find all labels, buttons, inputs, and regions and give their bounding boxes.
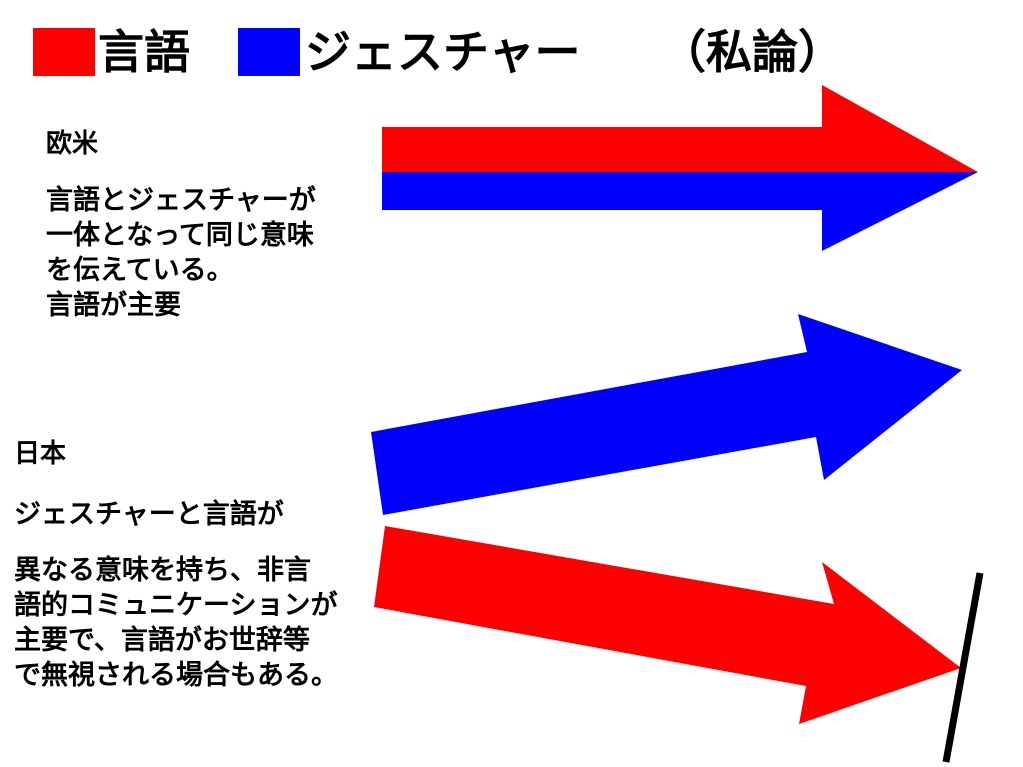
western-arrow-language [382,85,978,172]
japan-arrow-language [374,526,961,724]
title-note: （私論） [660,25,844,79]
western-heading: 欧米 [46,129,99,159]
western-line-3: を伝えている。 [46,255,234,287]
western-line-4: 言語が主要 [46,290,181,322]
japan-heading: 日本 [14,439,67,469]
japan-arrow-gesture [371,314,962,515]
western-line-2: 一体となって同じ意味 [46,220,314,252]
legend-label-language: 言語 [98,25,190,79]
legend-swatch-language [33,28,95,76]
japan-line-1: 異なる意味を持ち、非言 [14,555,311,586]
japan-subheading: ジェスチャーと言語が [14,499,284,530]
western-arrow-gesture [382,172,978,251]
japan-line-3: 主要で、言語がお世辞等 [14,625,310,657]
barrier-line [942,572,984,763]
legend-swatch-gesture [238,28,300,76]
western-description: 言語とジェスチャーが 一体となって同じ意味 を伝えている。 言語が主要 [46,183,316,323]
japan-description: 異なる意味を持ち、非言 語的コミュニケーションが 主要で、言語がお世辞等 で無視… [14,553,338,693]
japan-line-4: で無視される場合もある。 [14,660,338,692]
western-line-1: 言語とジェスチャーが [46,185,316,216]
japan-line-2: 語的コミュニケーションが [14,590,338,622]
legend-label-gesture: ジェスチャー [305,25,581,79]
